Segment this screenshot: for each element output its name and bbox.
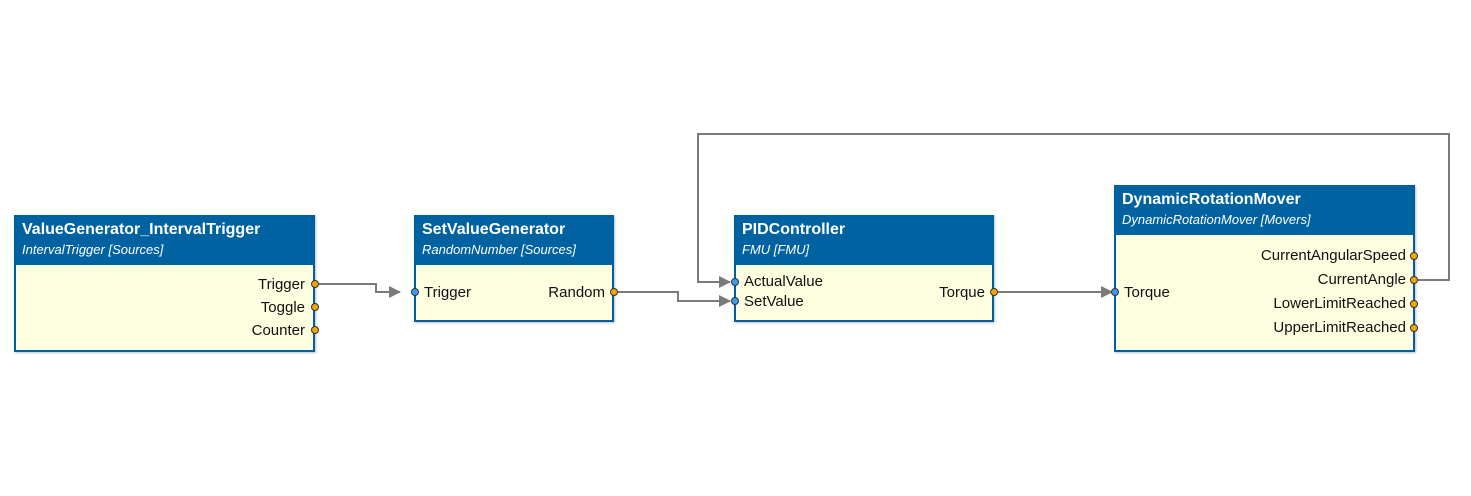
block-subtitle: FMU [FMU]: [742, 242, 810, 257]
port-label-currentangularspeed: CurrentAngularSpeed: [1260, 247, 1406, 264]
output-port-toggle[interactable]: [311, 303, 319, 311]
input-port-torque[interactable]: [1111, 288, 1119, 296]
port-label-actualvalue: ActualValue: [744, 273, 823, 290]
block-set-value-generator[interactable]: SetValueGenerator RandomNumber [Sources]: [414, 215, 614, 322]
port-label-setvalue: SetValue: [744, 293, 804, 310]
output-port-lowerlimitreached[interactable]: [1410, 300, 1418, 308]
output-port-trigger[interactable]: [311, 280, 319, 288]
block-title: DynamicRotationMover: [1122, 191, 1301, 208]
port-label-torque-in: Torque: [1124, 284, 1170, 301]
block-pid-controller[interactable]: PIDController FMU [FMU]: [734, 215, 994, 322]
block-header: ValueGenerator_IntervalTrigger IntervalT…: [16, 217, 313, 265]
block-title: SetValueGenerator: [422, 221, 566, 238]
input-port-actualvalue[interactable]: [731, 278, 739, 286]
input-port-setvalue[interactable]: [731, 297, 739, 305]
port-label-currentangle: CurrentAngle: [1317, 271, 1406, 288]
port-label-lowerlimitreached: LowerLimitReached: [1273, 295, 1406, 312]
block-subtitle: DynamicRotationMover [Movers]: [1122, 212, 1311, 227]
output-port-torque[interactable]: [990, 288, 998, 296]
port-label-upperlimitreached: UpperLimitReached: [1273, 319, 1406, 336]
wire-currentangle-to-actualvalue[interactable]: [697, 133, 1450, 288]
block-title: ValueGenerator_IntervalTrigger: [22, 221, 261, 238]
port-label-torque-out: Torque: [939, 284, 985, 301]
output-port-upperlimitreached[interactable]: [1410, 324, 1418, 332]
output-port-currentangularspeed[interactable]: [1410, 252, 1418, 260]
output-port-counter[interactable]: [311, 326, 319, 334]
block-value-generator-interval-trigger[interactable]: ValueGenerator_IntervalTrigger IntervalT…: [14, 215, 315, 352]
wire-trigger-to-trigger[interactable]: [319, 283, 401, 298]
port-label-trigger-out: Trigger: [258, 276, 305, 293]
port-label-toggle: Toggle: [260, 299, 305, 316]
block-title: PIDController: [742, 221, 846, 238]
block-header: SetValueGenerator RandomNumber [Sources]: [416, 217, 612, 265]
block-dynamic-rotation-mover[interactable]: DynamicRotationMover DynamicRotationMove…: [1114, 185, 1415, 352]
output-port-currentangle[interactable]: [1410, 276, 1418, 284]
block-header: DynamicRotationMover DynamicRotationMove…: [1116, 187, 1413, 235]
port-label-counter: Counter: [251, 322, 305, 339]
input-port-trigger[interactable]: [411, 288, 419, 296]
block-subtitle: RandomNumber [Sources]: [422, 242, 576, 257]
block-subtitle: IntervalTrigger [Sources]: [22, 242, 164, 257]
wire-random-to-setvalue[interactable]: [618, 291, 731, 307]
output-port-random[interactable]: [610, 288, 618, 296]
block-header: PIDController FMU [FMU]: [736, 217, 992, 265]
port-label-random: Random: [548, 284, 605, 301]
port-label-trigger-in: Trigger: [424, 284, 471, 301]
